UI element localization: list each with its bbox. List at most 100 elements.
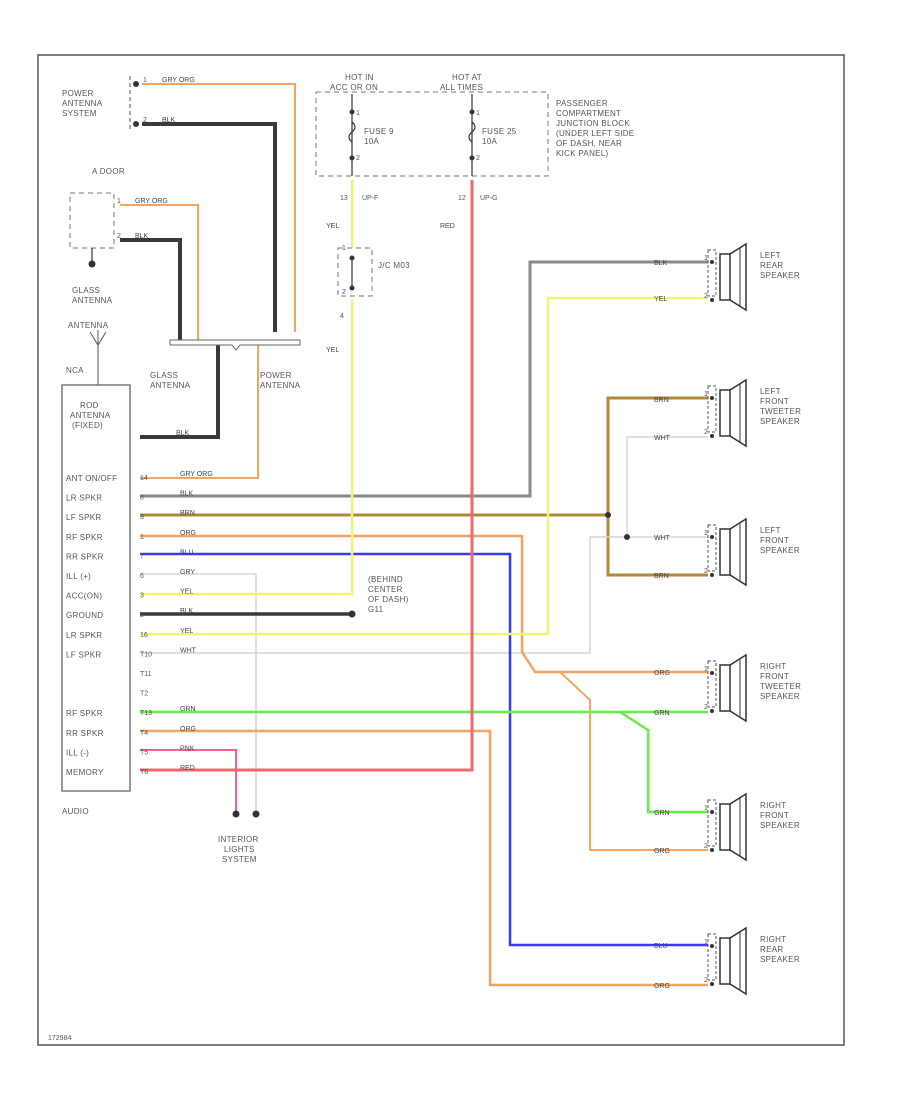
audio-pin-name: LR SPKR xyxy=(66,631,102,640)
wire-rf-org2 xyxy=(559,671,708,851)
fuse25-pin-bottom: 2 xyxy=(476,155,480,162)
audio-wire-label: WHT xyxy=(180,647,197,654)
rft-label-2: FRONT xyxy=(760,672,789,681)
a-door-label: A DOOR xyxy=(92,167,125,176)
wire-lf-wht xyxy=(140,536,627,654)
lf-label-3: SPEAKER xyxy=(760,546,800,555)
audio-pin-name: RR SPKR xyxy=(66,729,104,738)
rf-grn-label: GRN xyxy=(654,810,670,817)
audio-pin-name: RF SPKR xyxy=(66,533,103,542)
pa-pin-2: 2 xyxy=(143,117,147,124)
audio-pin-number: T10 xyxy=(140,651,152,658)
speaker-right-rear: RIGHT REAR SPEAKER 12 xyxy=(704,927,800,995)
rod-antenna-label-3: (FIXED) xyxy=(72,421,103,430)
glass-antenna-label-1: GLASS xyxy=(72,286,100,295)
jc-pin-1: 1 xyxy=(342,245,346,252)
wire-acc-yel xyxy=(140,300,354,596)
fuse25-pin-top: 1 xyxy=(476,110,480,117)
rod-antenna-label-1: ROD xyxy=(80,401,99,410)
door-wire-bottom-label: BLK xyxy=(135,233,149,240)
audio-wire-label: ORG xyxy=(180,530,196,537)
speaker-pin-2: 2 xyxy=(704,704,708,711)
splice-lf-wht xyxy=(624,534,630,540)
wire-rr-org xyxy=(140,729,708,987)
interior-lights: INTERIOR LIGHTS SYSTEM xyxy=(218,810,260,864)
audio-wire-label: BLK xyxy=(180,491,194,498)
interior-label-1: INTERIOR xyxy=(218,835,259,844)
door-antenna-box xyxy=(69,192,115,249)
audio-pin-name: GROUND xyxy=(66,611,103,620)
rf-label-1: RIGHT xyxy=(760,801,786,810)
fuse9-label-1: FUSE 9 xyxy=(364,127,394,136)
rft-grn-label: GRN xyxy=(654,710,670,717)
audio-pin-name: RF SPKR xyxy=(66,709,103,718)
power-antenna-label-2: ANTENNA xyxy=(62,99,103,108)
audio-pin-name: LR SPKR xyxy=(66,494,102,503)
hot-in-label-1: HOT IN xyxy=(345,73,374,82)
audio-pin-number: 3 xyxy=(140,593,144,600)
hot-in-label-2: ACC OR ON xyxy=(330,83,378,92)
ground-g11: (BEHIND CENTER OF DASH) G11 xyxy=(348,575,408,618)
audio-wire-label: GRY ORG xyxy=(180,471,213,478)
audio-pin-number: T6 xyxy=(140,769,148,776)
glass-antenna-2-label-2: ANTENNA xyxy=(150,381,191,390)
lr-blk-label: BLK xyxy=(654,260,668,267)
red-upper-label: RED xyxy=(440,223,455,230)
pa-wire-top-label: GRY ORG xyxy=(162,77,195,84)
jc-label: J/C M03 xyxy=(378,261,410,270)
joint-connector: 1 2 J/C M03 4 YEL xyxy=(326,245,410,354)
hot-at-label-1: HOT AT xyxy=(452,73,482,82)
speaker-group: LEFT REAR SPEAKER 12 LEFT FRONT TWEETER … xyxy=(704,243,801,995)
audio-pin-name: MEMORY xyxy=(66,768,104,777)
jb-label-3: JUNCTION BLOCK xyxy=(556,119,630,128)
rod-antenna-label-2: ANTENNA xyxy=(70,411,111,420)
fuse25-label-1: FUSE 25 xyxy=(482,127,517,136)
lft-label-4: SPEAKER xyxy=(760,417,800,426)
audio-pin-name: ILL (-) xyxy=(66,748,89,757)
rf-label-3: SPEAKER xyxy=(760,821,800,830)
pa-pin-1: 1 xyxy=(143,77,147,84)
wire-lr-yel xyxy=(140,296,708,636)
audio-wire-label: BLU xyxy=(180,549,194,556)
power-antenna-label-1: POWER xyxy=(62,89,94,98)
speaker-pin-1: 1 xyxy=(704,666,708,673)
jc-box xyxy=(337,247,373,297)
audio-pin-number: T4 xyxy=(140,730,148,737)
wire-glass-blk xyxy=(140,345,220,439)
audio-pin-number: T2 xyxy=(140,691,148,698)
wire-memory-red xyxy=(140,180,474,772)
audio-wire-label: GRY xyxy=(180,569,195,576)
fuse9-pin-bottom: 2 xyxy=(356,155,360,162)
lr-yel-label: YEL xyxy=(654,296,667,303)
lft-label-2: FRONT xyxy=(760,397,789,406)
speaker-pin-1: 1 xyxy=(704,939,708,946)
speaker-left-front: LEFT FRONT SPEAKER 12 xyxy=(704,518,800,586)
footer-code: 172984 xyxy=(48,1035,71,1042)
speaker-pin-2: 2 xyxy=(704,843,708,850)
rft-org-label: ORG xyxy=(654,670,670,677)
audio-pin-name: RR SPKR xyxy=(66,552,104,561)
audio-pin-number: T11 xyxy=(140,671,152,678)
wire-ill-minus xyxy=(140,749,237,812)
speaker-pin-2: 2 xyxy=(704,293,708,300)
speaker-pin-2: 2 xyxy=(704,429,708,436)
power-antenna-2-label-1: POWER xyxy=(260,371,292,380)
g11-label-1: (BEHIND xyxy=(368,575,403,584)
hot-at-label-2: ALL TIMES xyxy=(440,83,483,92)
audio-pin-number: 16 xyxy=(140,632,148,639)
lft-label-1: LEFT xyxy=(760,387,781,396)
speaker-left-rear: LEFT REAR SPEAKER 12 xyxy=(704,243,800,311)
door-wire-top-label: GRY ORG xyxy=(135,198,168,205)
nca-label: NCA xyxy=(66,366,84,375)
yel-lower-label: YEL xyxy=(326,347,339,354)
g11-label-4: G11 xyxy=(368,605,384,614)
jb-left-conn: UP-F xyxy=(362,195,378,202)
splice-lf xyxy=(605,512,611,518)
wire-lft-wht xyxy=(626,436,708,538)
wire-layer xyxy=(120,83,708,987)
audio-wire-label: PNK xyxy=(180,745,195,752)
audio-pin-number: T5 xyxy=(140,749,148,756)
wire-rf-org xyxy=(140,534,708,674)
jb-label-4: (UNDER LEFT SIDE xyxy=(556,129,634,138)
